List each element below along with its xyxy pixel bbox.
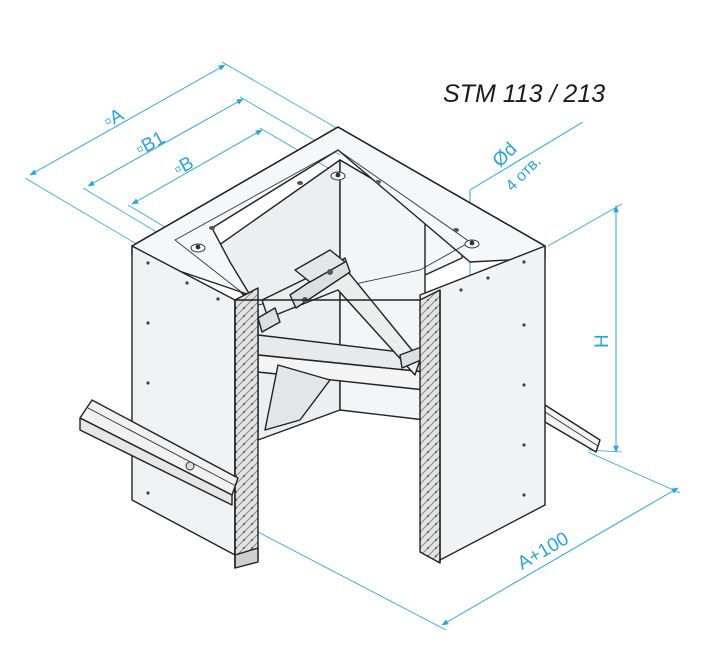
dimension-h: H xyxy=(547,203,623,453)
mounting-rail-rear xyxy=(544,404,601,453)
dimension-b1-label: ▫B1 xyxy=(132,127,168,160)
right-panel-insulation xyxy=(419,289,441,564)
dimension-a-plus-100-label: A+100 xyxy=(514,528,573,574)
dimension-b-label: ▫B xyxy=(170,153,197,181)
interior-crossbars xyxy=(257,249,441,431)
dimension-a-label: ▫A xyxy=(100,104,127,132)
hole-diameter-label: Ød xyxy=(489,139,522,172)
mounting-rail-front xyxy=(79,399,239,506)
left-panel xyxy=(131,245,236,556)
model-title: STM 113 / 213 xyxy=(443,80,605,108)
dimension-h-label: H xyxy=(592,334,613,348)
mounting-holes xyxy=(190,171,480,253)
panel-screws-right xyxy=(459,260,526,497)
top-rim-edge xyxy=(131,126,546,301)
left-panel-insulation xyxy=(234,287,259,569)
